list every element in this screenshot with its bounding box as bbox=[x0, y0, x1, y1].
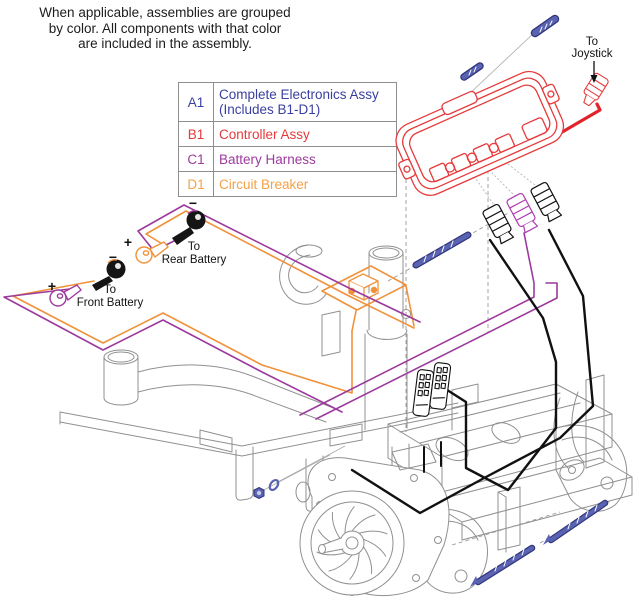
to-joystick-label-line2: Joystick bbox=[572, 48, 613, 60]
black-motor-wires bbox=[350, 228, 595, 515]
screw-icon bbox=[543, 499, 609, 545]
front-plus-sign: + bbox=[48, 278, 56, 294]
legend-row-a1: A1 Complete Electronics Assy (Includes B… bbox=[178, 82, 397, 122]
mounting-screws bbox=[253, 14, 609, 587]
front-battery-label-line2: Front Battery bbox=[77, 297, 144, 309]
orange-harness bbox=[12, 210, 415, 394]
screw-icon bbox=[470, 544, 536, 587]
rear-minus-sign: − bbox=[189, 195, 197, 211]
assembly-legend-table: A1 Complete Electronics Assy (Includes B… bbox=[178, 82, 397, 197]
screw-icon bbox=[412, 231, 472, 269]
diagram-labels: To Joystick − + To Rear Battery − + To F… bbox=[48, 36, 613, 309]
front-positive-lug bbox=[49, 284, 82, 307]
screw-icon bbox=[530, 14, 560, 38]
joystick-connector bbox=[583, 72, 609, 107]
front-negative-lug bbox=[92, 259, 126, 291]
legend-label-b1: Controller Assy bbox=[213, 121, 397, 147]
battery-lugs bbox=[49, 210, 206, 307]
legend-row-b1: B1 Controller Assy bbox=[178, 121, 397, 147]
controller-assembly bbox=[395, 70, 565, 196]
fan-blades bbox=[316, 506, 388, 580]
rear-positive-lug bbox=[135, 241, 169, 264]
note-line-3: are included in the assembly. bbox=[78, 36, 252, 51]
rear-battery-label-line2: Rear Battery bbox=[162, 254, 227, 266]
to-joystick-label-line1: To bbox=[586, 36, 598, 48]
legend-code-b1: B1 bbox=[178, 121, 214, 147]
legend-code-c1: C1 bbox=[178, 146, 214, 172]
harness-connectors bbox=[412, 181, 563, 417]
front-minus-sign: − bbox=[109, 249, 117, 265]
legend-code-a1: A1 bbox=[178, 82, 214, 122]
legend-label-a1: Complete Electronics Assy (Includes B1-D… bbox=[213, 82, 397, 122]
joystick-arrow-icon bbox=[590, 61, 598, 83]
rear-negative-lug bbox=[172, 210, 206, 245]
color-grouping-note: When applicable, assemblies are grouped … bbox=[6, 5, 324, 52]
circuit-breaker bbox=[348, 273, 379, 301]
legend-row-d1: D1 Circuit Breaker bbox=[178, 171, 397, 197]
screw-icon bbox=[460, 62, 484, 81]
legend-label-c1: Battery Harness bbox=[213, 146, 397, 172]
note-line-2: by color. All components with that color bbox=[48, 20, 282, 36]
washer-icon bbox=[268, 478, 280, 492]
note-line-1: When applicable, assemblies are grouped bbox=[39, 5, 291, 20]
rear-battery-label-line1: To bbox=[188, 241, 200, 253]
chassis-frame bbox=[59, 244, 633, 597]
legend-row-c1: C1 Battery Harness bbox=[178, 146, 397, 172]
front-battery-label-line1: To bbox=[104, 284, 116, 296]
nut-icon bbox=[253, 486, 265, 500]
legend-label-d1: Circuit Breaker bbox=[213, 171, 397, 197]
rear-plus-sign: + bbox=[124, 234, 132, 250]
